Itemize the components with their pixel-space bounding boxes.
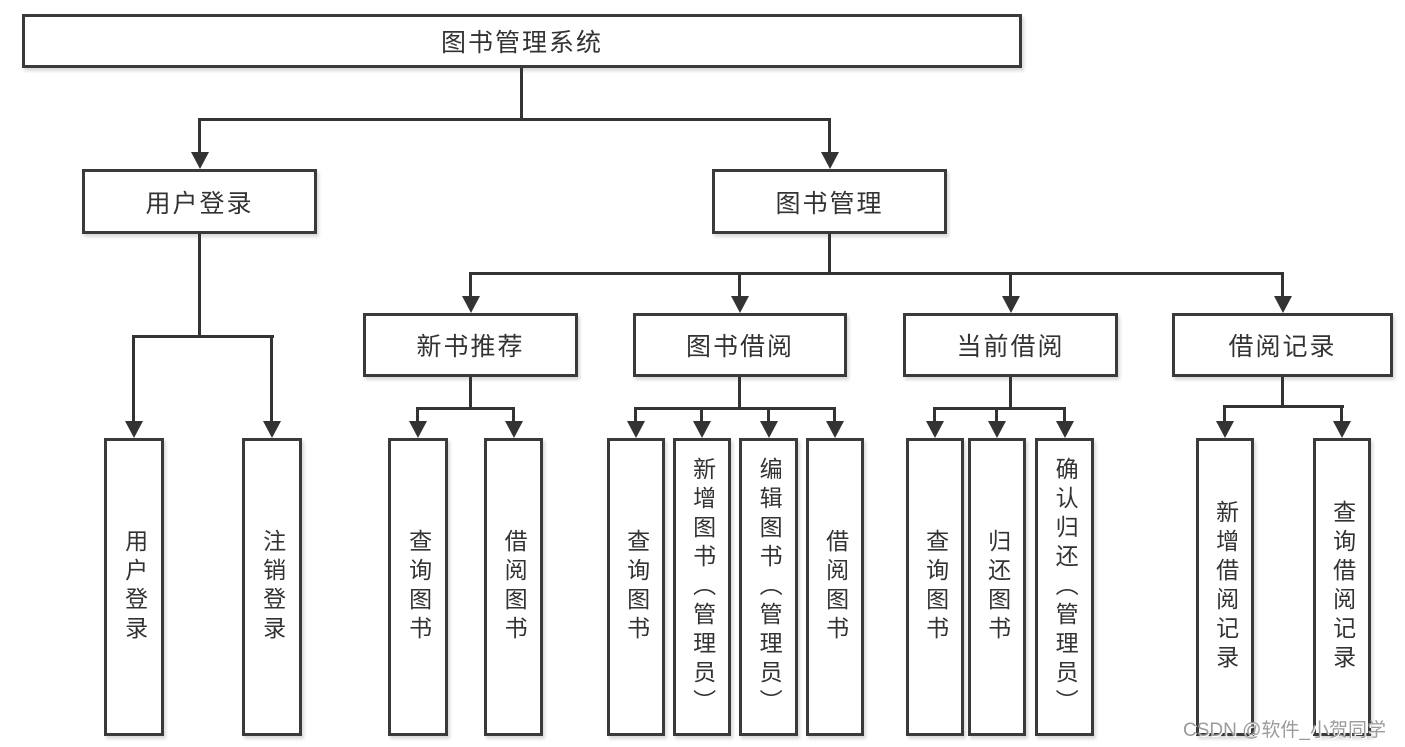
arrow-down-icon	[416, 407, 419, 421]
node-label: 用户登录	[145, 189, 254, 218]
node-leaf-borrow-book-recommend: 借阅图书	[484, 438, 543, 736]
arrow-down-icon	[1063, 407, 1066, 421]
node-label: 当前借阅	[956, 333, 1065, 361]
node-label: 查询图书	[405, 529, 432, 645]
arrow-down-icon	[198, 118, 201, 152]
node-label: 编辑图书（管理员）	[756, 456, 783, 718]
node-label: 查询图书	[922, 529, 949, 645]
connector-borrow-record-bus	[1223, 405, 1344, 408]
node-label: 图书借阅	[685, 333, 794, 361]
node-label: 查询图书	[623, 529, 650, 645]
arrow-down-icon	[1340, 405, 1343, 421]
node-label: 新增借阅记录	[1212, 500, 1239, 674]
node-label: 借阅图书	[501, 529, 528, 645]
node-new-book-recommend: 新书推荐	[363, 313, 578, 377]
connector-root-bus	[198, 118, 831, 121]
arrow-down-icon	[512, 407, 515, 421]
arrow-down-icon	[828, 118, 831, 152]
connector-book-borrow-stem	[738, 377, 741, 407]
node-label: 借阅记录	[1228, 333, 1337, 361]
node-label: 新书推荐	[416, 333, 525, 361]
node-label: 注销登录	[259, 529, 286, 645]
arrow-down-icon	[469, 272, 472, 296]
arrow-down-icon	[132, 335, 135, 421]
arrow-down-icon	[1281, 272, 1284, 296]
arrow-down-icon	[933, 407, 936, 421]
node-leaf-confirm-return-admin: 确认归还（管理员）	[1035, 438, 1094, 736]
connector-user-login-bus	[132, 335, 274, 338]
node-leaf-return-book: 归还图书	[968, 438, 1026, 736]
node-leaf-edit-book-admin: 编辑图书（管理员）	[739, 438, 798, 736]
csdn-watermark: CSDN @软件_小贺同学	[1183, 720, 1386, 741]
node-label: 查询借阅记录	[1329, 500, 1356, 674]
node-label: 新增图书（管理员）	[689, 456, 716, 718]
node-leaf-query-book-borrow: 查询图书	[607, 438, 665, 736]
node-leaf-query-book-current: 查询图书	[906, 438, 964, 736]
arrow-down-icon	[700, 407, 703, 421]
connector-book-borrow-bus	[634, 407, 836, 410]
node-current-borrow: 当前借阅	[903, 313, 1118, 377]
connector-new-book-bus	[416, 407, 515, 410]
node-leaf-query-book-recommend: 查询图书	[388, 438, 448, 736]
node-label: 借阅图书	[822, 529, 849, 645]
node-label: 用户登录	[121, 529, 148, 645]
node-label: 图书管理	[775, 189, 884, 218]
node-book-management: 图书管理	[712, 169, 947, 234]
arrow-down-icon	[1009, 272, 1012, 296]
node-leaf-query-borrow-record: 查询借阅记录	[1313, 438, 1371, 736]
connector-root-stem	[520, 68, 523, 118]
connector-user-login-stem	[198, 234, 201, 335]
node-leaf-borrow-book: 借阅图书	[806, 438, 864, 736]
connector-book-management-stem	[828, 234, 831, 272]
node-book-borrow: 图书借阅	[633, 313, 847, 377]
node-leaf-add-borrow-record: 新增借阅记录	[1196, 438, 1254, 736]
node-leaf-logout: 注销登录	[242, 438, 302, 736]
arrow-down-icon	[833, 407, 836, 421]
arrow-down-icon	[738, 272, 741, 296]
node-library-management-system: 图书管理系统	[22, 14, 1022, 68]
node-leaf-add-book-admin: 新增图书（管理员）	[673, 438, 731, 736]
arrow-down-icon	[995, 407, 998, 421]
node-leaf-user-login: 用户登录	[104, 438, 164, 736]
node-label: 归还图书	[984, 529, 1011, 645]
arrow-down-icon	[1223, 405, 1226, 421]
node-label: 图书管理系统	[440, 29, 603, 57]
connector-current-borrow-bus	[933, 407, 1066, 410]
arrow-down-icon	[634, 407, 637, 421]
arrow-down-icon	[767, 407, 770, 421]
arrow-down-icon	[270, 335, 273, 421]
node-label: 确认归还（管理员）	[1052, 456, 1079, 718]
node-borrow-record: 借阅记录	[1172, 313, 1393, 377]
connector-current-borrow-stem	[1009, 377, 1012, 407]
connector-book-management-bus	[469, 272, 1284, 275]
connector-borrow-record-stem	[1281, 377, 1284, 405]
node-user-login: 用户登录	[82, 169, 317, 234]
connector-new-book-stem	[469, 377, 472, 407]
